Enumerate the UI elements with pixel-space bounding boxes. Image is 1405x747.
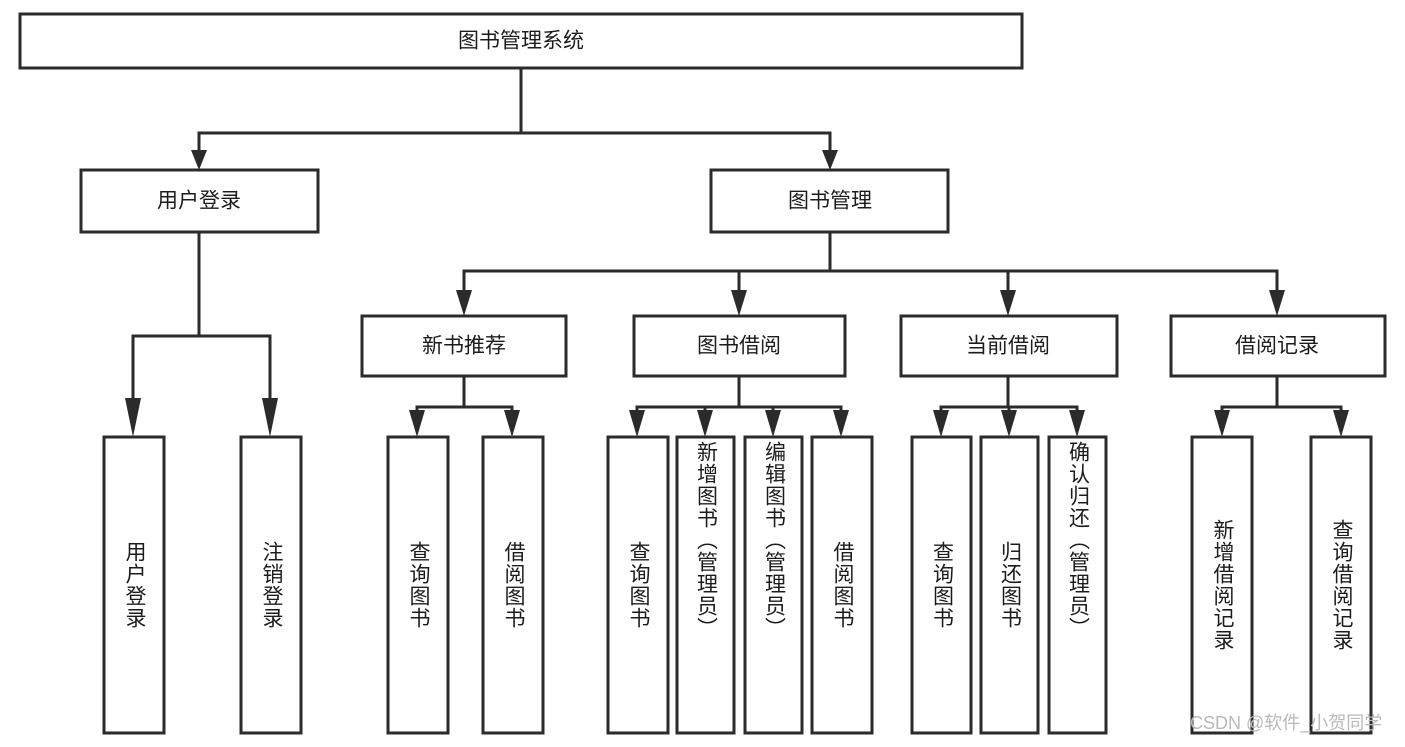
- node-current-borrow[interactable]: 当前借阅: [899, 314, 1119, 378]
- node-root-label: 图书管理系统: [458, 30, 584, 53]
- arrow-br-leaf-2: [1333, 410, 1349, 437]
- edge-group-new-book-leaves: [409, 374, 520, 437]
- arrow-cb-leaf-1: [933, 410, 949, 437]
- arrow-book-manage: [822, 150, 838, 170]
- edge-group-book-borrow-leaves: [629, 374, 849, 437]
- edge-group-book-manage-to-level3: [456, 230, 1285, 316]
- leaf-rect-current-borrow-1[interactable]: [910, 435, 973, 735]
- leaf-rect-new-book-1[interactable]: [386, 435, 450, 735]
- leaf-rect-book-borrow-1[interactable]: [606, 435, 670, 735]
- arrow-nb-leaf-2: [504, 410, 520, 437]
- node-book-manage-label: 图书管理: [788, 190, 872, 213]
- arrow-bb-leaf-1: [629, 410, 645, 437]
- node-new-book-recommend-rect[interactable]: [360, 314, 568, 378]
- arrow-br-leaf-1: [1214, 410, 1230, 437]
- node-book-borrow-label: 图书借阅: [697, 335, 781, 358]
- leaf-rect-current-borrow-2[interactable]: [979, 435, 1040, 735]
- node-book-borrow[interactable]: 图书借阅: [632, 314, 847, 378]
- arrow-nb-leaf-1: [409, 410, 425, 437]
- node-new-book-recommend[interactable]: 新书推荐: [360, 314, 568, 378]
- edge-group-borrow-record-leaves: [1214, 374, 1349, 437]
- arrow-cb-leaf-2: [1001, 410, 1017, 437]
- node-new-book-recommend-label: 新书推荐: [422, 335, 506, 358]
- node-user-login-rect[interactable]: [79, 168, 320, 234]
- node-current-borrow-rect[interactable]: [899, 314, 1119, 378]
- node-user-login[interactable]: 用户登录: [79, 168, 320, 234]
- leaf-rect-book-borrow-3[interactable]: [743, 435, 804, 735]
- leaf-rect-current-borrow-3[interactable]: [1047, 435, 1108, 735]
- arrow-bb-leaf-4: [833, 410, 849, 437]
- leaf-rect-book-borrow-2[interactable]: [675, 435, 736, 735]
- node-root[interactable]: 图书管理系统: [18, 12, 1024, 70]
- leaf-rect-borrow-record-2[interactable]: [1309, 435, 1373, 735]
- watermark-text: CSDN @软件_小贺同学: [1190, 713, 1383, 733]
- arrow-user-login: [191, 150, 207, 170]
- node-book-manage-rect[interactable]: [709, 168, 950, 234]
- arrow-bb-leaf-3: [765, 410, 781, 437]
- edge-group-current-borrow-leaves: [933, 374, 1085, 437]
- leaf-rect-group: [102, 435, 1373, 735]
- arrow-new-book: [456, 290, 472, 316]
- arrow-bb-leaf-2: [697, 410, 713, 437]
- leaf-rect-borrow-record-1[interactable]: [1190, 435, 1254, 735]
- arrow-current-borrow: [1000, 290, 1016, 316]
- node-user-login-label: 用户登录: [157, 190, 241, 213]
- node-borrow-record-label: 借阅记录: [1235, 335, 1319, 358]
- node-current-borrow-label: 当前借阅: [966, 335, 1050, 358]
- arrow-cb-leaf-3: [1069, 410, 1085, 437]
- node-book-borrow-rect[interactable]: [632, 314, 847, 378]
- leaf-rect-new-book-2[interactable]: [481, 435, 545, 735]
- edge-group-user-login-leaves: [125, 230, 278, 437]
- node-borrow-record[interactable]: 借阅记录: [1169, 314, 1387, 378]
- node-book-manage[interactable]: 图书管理: [709, 168, 950, 234]
- arrow-ul-leaf-2: [262, 398, 278, 437]
- arrow-ul-leaf-1: [125, 398, 141, 437]
- node-borrow-record-rect[interactable]: [1169, 314, 1387, 378]
- arrow-borrow-record: [1269, 290, 1285, 316]
- leaf-rect-user-login-2[interactable]: [239, 435, 303, 735]
- arrow-book-borrow: [731, 290, 747, 316]
- node-root-rect[interactable]: [18, 12, 1024, 70]
- edge-group-root-to-level2: [191, 66, 838, 170]
- leaf-rect-user-login-1[interactable]: [102, 435, 166, 735]
- leaf-rect-book-borrow-4[interactable]: [810, 435, 874, 735]
